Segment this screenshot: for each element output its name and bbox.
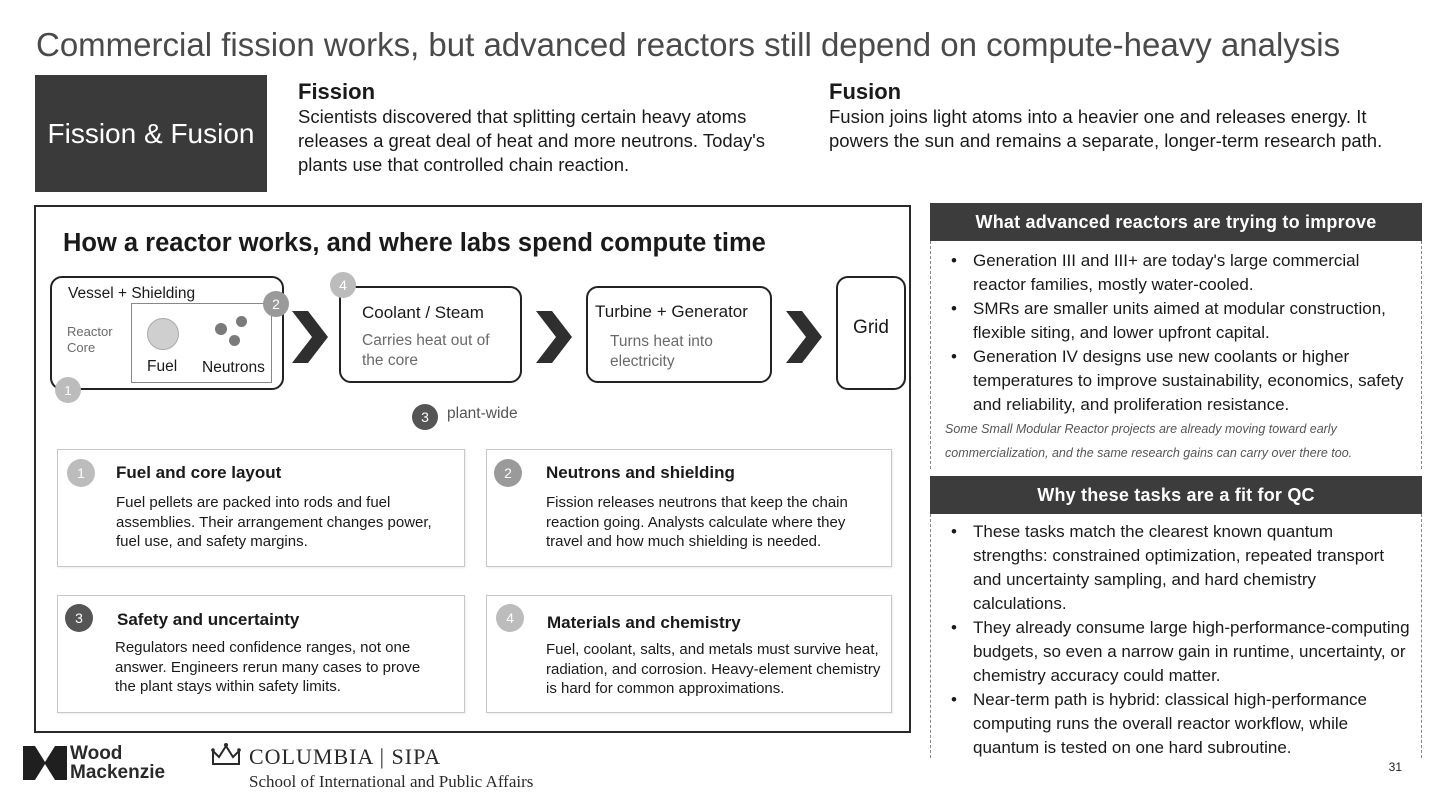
wood-mackenzie-logo-icon	[23, 746, 67, 780]
fuel-label: Fuel	[147, 358, 178, 375]
fission-definition: Fission Scientists discovered that split…	[298, 79, 813, 177]
improve-section-header: What advanced reactors are trying to imp…	[930, 203, 1422, 241]
card-text: Fission releases neutrons that keep the …	[546, 494, 848, 550]
fission-text: Scientists discovered that splitting cer…	[298, 106, 766, 175]
neutron-dot-icon	[236, 316, 247, 327]
qc-fit-bullet-list: These tasks match the clearest known qua…	[947, 520, 1411, 760]
turbine-label: Turbine + Generator	[595, 302, 748, 321]
fission-fusion-label-box: Fission & Fusion	[35, 75, 267, 192]
wood-mackenzie-wordmark: Wood Mackenzie	[70, 744, 165, 782]
smr-note: Some Small Modular Reactor projects are …	[945, 422, 1353, 460]
card-safety-uncertainty: 3 Safety and uncertainty Regulators need…	[57, 595, 465, 713]
reactor-diagram-frame	[34, 205, 911, 733]
coolant-label: Coolant / Steam	[362, 303, 484, 322]
card-number: 1	[67, 459, 95, 487]
columbia-sipa-wordmark: COLUMBIA | SIPA	[249, 744, 442, 769]
marker-3-diagram: 3	[412, 404, 438, 430]
reactor-core-label: Reactor Core	[67, 324, 113, 355]
card-number: 3	[65, 604, 93, 632]
card-text: Regulators need confidence ranges, not o…	[115, 639, 421, 695]
card-materials-chemistry: 4 Materials and chemistry Fuel, coolant,…	[486, 595, 892, 713]
bullet-item: They already consume large high-performa…	[947, 616, 1411, 688]
bullet-item: Generation III and III+ are today's larg…	[947, 249, 1407, 297]
reactor-core-box: Fuel Neutrons	[131, 303, 272, 383]
plant-wide-label: plant-wide	[447, 405, 518, 422]
fusion-definition: Fusion Fusion joins light atoms into a h…	[829, 79, 1394, 153]
wm-line2: Mackenzie	[70, 762, 166, 783]
fuel-pellet-icon	[147, 318, 179, 350]
improve-section-body: Generation III and III+ are today's larg…	[930, 241, 1422, 469]
turbine-generator-box: Turbine + Generator Turns heat into elec…	[586, 286, 772, 383]
fusion-text: Fusion joins light atoms into a heavier …	[829, 106, 1383, 151]
grid-box: Grid	[836, 276, 906, 390]
card-heading: Fuel and core layout	[116, 463, 282, 482]
marker-2: 2	[263, 291, 289, 317]
coolant-steam-box: Coolant / Steam Carries heat out of the …	[339, 286, 522, 383]
qc-fit-section-body: These tasks match the clearest known qua…	[930, 514, 1422, 758]
marker-4-diagram: 4	[330, 272, 356, 298]
card-text: Fuel pellets are packed into rods and fu…	[116, 494, 432, 550]
arrow-right-icon	[292, 311, 328, 363]
card-heading: Safety and uncertainty	[117, 610, 300, 629]
bullet-item: Near-term path is hybrid: classical high…	[947, 688, 1411, 760]
arrow-right-icon	[786, 311, 822, 363]
neutrons-label: Neutrons	[202, 359, 265, 376]
card-number: 4	[496, 604, 524, 632]
neutron-dot-icon	[229, 335, 240, 346]
vessel-label: Vessel + Shielding	[68, 285, 196, 302]
card-heading: Materials and chemistry	[547, 613, 741, 632]
wm-line1: Wood	[70, 743, 123, 764]
fission-heading: Fission	[298, 79, 376, 104]
arrow-right-icon	[536, 311, 572, 363]
card-number: 2	[494, 459, 522, 487]
card-text: Fuel, coolant, salts, and metals must su…	[546, 641, 881, 697]
neutron-dot-icon	[215, 323, 227, 335]
card-neutrons-shielding: 2 Neutrons and shielding Fission release…	[486, 449, 892, 567]
diagram-title: How a reactor works, and where labs spen…	[63, 229, 766, 257]
turbine-sub: Turns heat into electricity	[610, 333, 713, 370]
crown-icon	[211, 743, 241, 765]
card-fuel-core-layout: 1 Fuel and core layout Fuel pellets are …	[57, 449, 465, 567]
page-number: 31	[1388, 760, 1402, 774]
bullet-item: Generation IV designs use new coolants o…	[947, 345, 1407, 417]
page-title: Commercial fission works, but advanced r…	[36, 26, 1341, 63]
qc-fit-section-header: Why these tasks are a fit for QC	[930, 476, 1422, 514]
coolant-sub: Carries heat out of the core	[362, 332, 490, 369]
grid-label: Grid	[853, 317, 889, 338]
improve-bullet-list: Generation III and III+ are today's larg…	[947, 249, 1407, 417]
card-heading: Neutrons and shielding	[546, 463, 735, 482]
marker-1: 1	[55, 377, 81, 403]
bullet-item: SMRs are smaller units aimed at modular …	[947, 297, 1407, 345]
vessel-shielding-box: Vessel + Shielding Reactor Core Fuel Neu…	[50, 276, 284, 390]
fusion-heading: Fusion	[829, 79, 902, 104]
bullet-item: These tasks match the clearest known qua…	[947, 520, 1411, 616]
columbia-sipa-subtitle: School of International and Public Affai…	[249, 772, 534, 791]
